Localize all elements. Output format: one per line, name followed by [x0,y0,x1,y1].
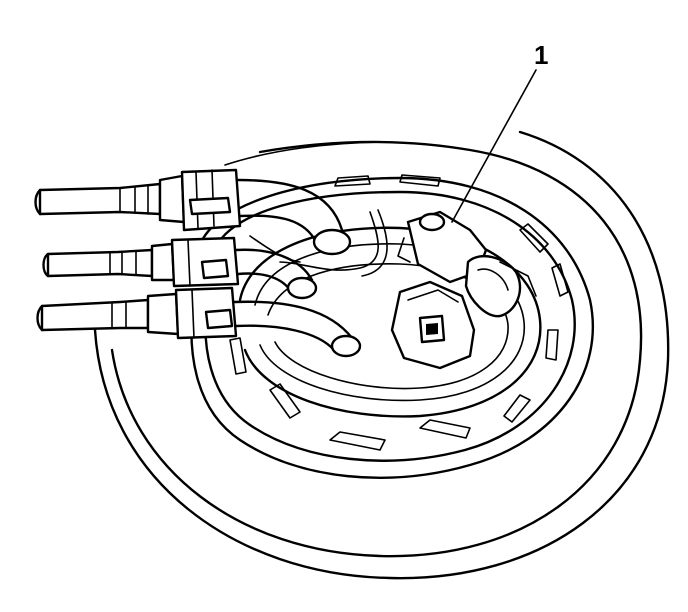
vapor-line-tube [36,298,150,332]
lock-ring [190,174,595,479]
return-line-tube [42,248,154,278]
fuel-feed-hose [34,182,162,216]
callout-1: 1 [451,40,548,223]
fuel-sender-electrical-connector [397,210,537,318]
tank-opening-rings [93,130,670,580]
vapor-tube-bend [232,300,362,358]
quick-connector-return [150,236,240,288]
quick-connector-feed [158,168,242,232]
wiring-harness [249,209,388,277]
feed-tube-bend [236,178,352,256]
callout-1-label: 1 [534,40,548,70]
fuel-pump-harness-connector [390,280,476,370]
quick-connector-vapor [146,286,238,340]
